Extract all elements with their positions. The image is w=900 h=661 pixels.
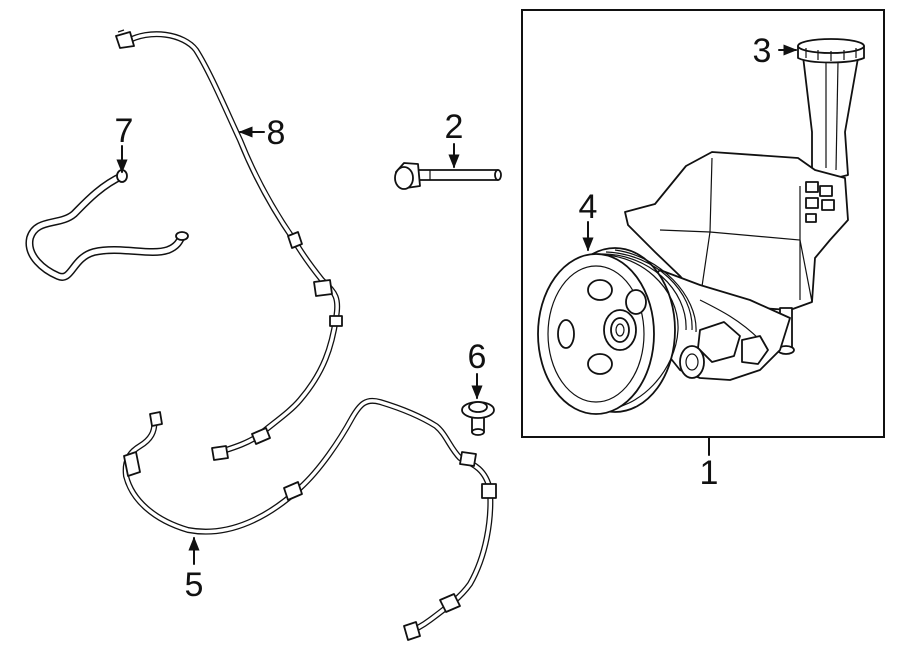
mounting-bolt [394, 162, 502, 190]
pressure-line [122, 397, 497, 641]
callout-7: 7 [115, 112, 134, 150]
reservoir-hose [25, 169, 189, 281]
callout-6: 6 [468, 338, 487, 376]
callout-leaders [116, 44, 798, 565]
retaining-clip [461, 401, 495, 436]
reservoir-cap [797, 38, 865, 64]
callout-3: 3 [753, 32, 772, 70]
callout-2: 2 [445, 108, 464, 146]
pump-assembly-frame [521, 9, 885, 438]
callout-4: 4 [579, 188, 598, 226]
callout-1: 1 [700, 454, 719, 492]
power-steering-pump-illustration [537, 55, 859, 415]
callout-8: 8 [267, 114, 286, 152]
pulley [537, 247, 697, 415]
callout-5: 5 [185, 566, 204, 604]
return-line [115, 29, 343, 461]
